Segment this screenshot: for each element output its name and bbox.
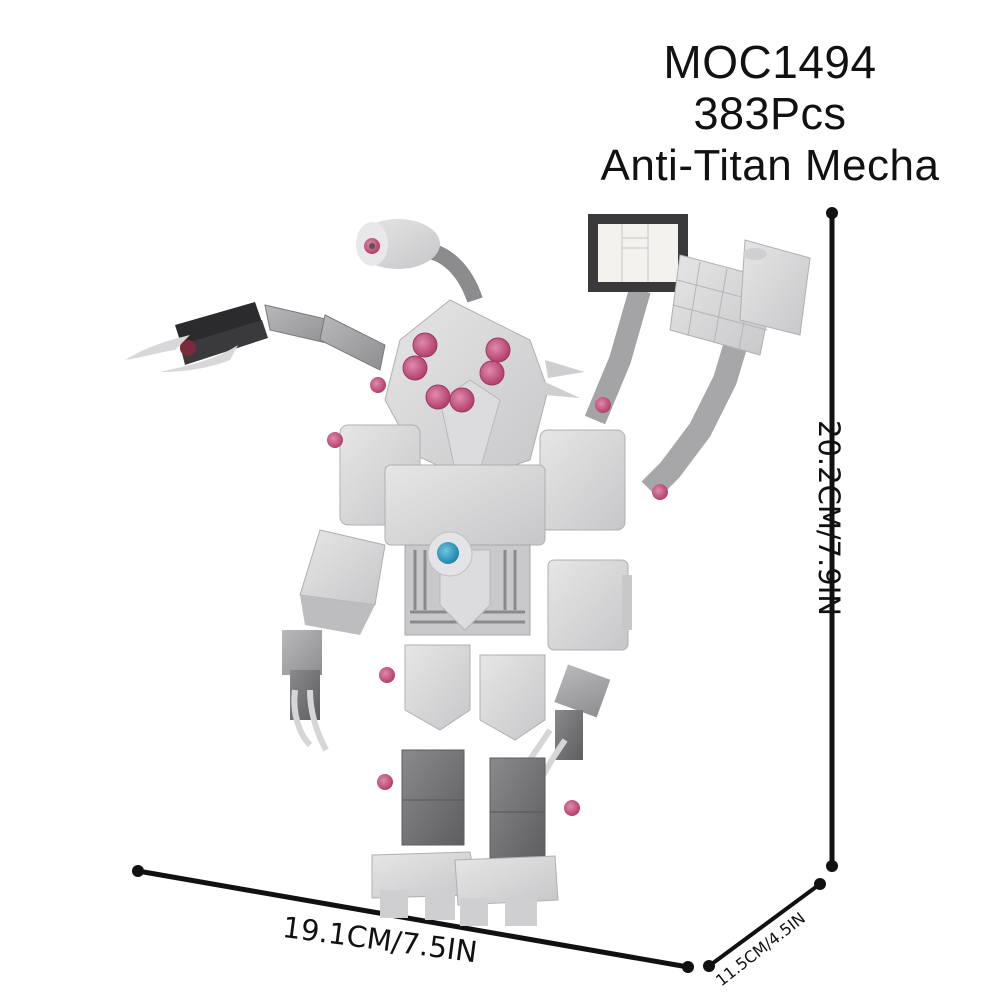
product-title-block: MOC1494 383Pcs Anti-Titan Mecha (560, 36, 980, 192)
eye-tentacle (356, 219, 483, 303)
mecha-forearms (299, 529, 632, 651)
mecha-claws (282, 630, 611, 784)
mecha-feet (371, 851, 559, 926)
height-dimension-label: 20.2CM/7.9IN (812, 420, 846, 616)
left-camera-arm (125, 302, 386, 372)
mecha-torso (327, 424, 668, 636)
model-code: MOC1494 (663, 36, 877, 88)
piece-count: 383Pcs (693, 88, 847, 139)
product-name: Anti-Titan Mecha (600, 141, 940, 190)
dimension-lines (132, 207, 838, 973)
mecha-legs (377, 644, 580, 859)
mecha-head (370, 299, 611, 481)
